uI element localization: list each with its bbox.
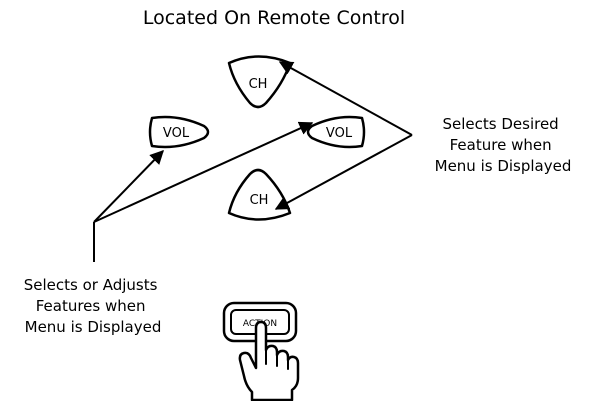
adjust-feature-label: Selects or Adjusts Features when Menu is… [24,276,162,336]
right-arrows [274,61,413,210]
channel-up-button[interactable]: CH [227,55,292,109]
volume-right-button[interactable]: VOL [306,115,366,149]
volume-left-label: VOL [163,126,190,141]
volume-right-label: VOL [326,126,353,141]
channel-down-label: CH [250,193,269,208]
select-feature-label: Selects Desired Feature when Menu is Dis… [435,115,572,175]
diagram-title: Located On Remote Control [143,7,405,29]
channel-down-button[interactable]: CH [227,168,292,221]
volume-left-button[interactable]: VOL [148,115,210,149]
left-arrows [93,121,314,262]
channel-up-label: CH [249,77,268,92]
pointing-hand-icon [238,320,300,401]
